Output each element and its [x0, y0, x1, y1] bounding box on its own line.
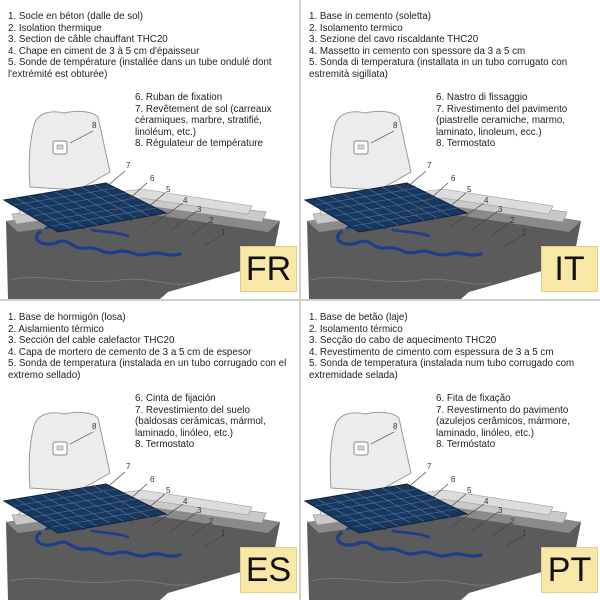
callout-number: 7 — [126, 462, 131, 471]
divider-horizontal — [0, 299, 600, 301]
legend-list-main: 1. Base in cemento (soletta)2. Isolament… — [309, 11, 597, 80]
callout-number: 5 — [467, 185, 472, 194]
wall — [28, 411, 111, 492]
legend-item: 3. Sezione del cavo riscaldante THC20 — [309, 34, 479, 45]
legend-item: 1. Base de betão (laje) — [309, 312, 408, 323]
legend-item: 5. Sonde de température (installée dans … — [8, 57, 272, 80]
language-code-badge: FR — [240, 246, 297, 292]
legend-item: 1. Socle en béton (dalle de sol) — [8, 11, 144, 22]
callout-number: 8 — [92, 121, 97, 130]
legend-item: 8. Termostato — [436, 138, 496, 149]
wall — [329, 110, 412, 191]
callout-number: 6 — [150, 174, 155, 183]
callout-number: 6 — [451, 174, 456, 183]
panel-it: 1. Base in cemento (soletta)2. Isolament… — [301, 0, 600, 299]
legend-item: 4. Capa de mortero de cemento de 3 a 5 c… — [8, 346, 252, 358]
callout-number: 6 — [150, 475, 155, 484]
callout-number: 3 — [197, 205, 202, 214]
heating-cable — [35, 230, 182, 257]
callout-number: 3 — [197, 506, 202, 515]
floor-heating-illustration — [2, 411, 280, 600]
callout-number: 8 — [92, 422, 97, 431]
heating-cable — [35, 531, 182, 558]
legend-item: 4. Massetto in cemento con spessore da 3… — [309, 45, 526, 57]
legend-item: 2. Isolation thermique — [8, 22, 102, 34]
callout-number: 1 — [221, 529, 226, 538]
legend-item: 6. Nastro di fissaggio — [436, 92, 528, 103]
callout-number: 5 — [166, 185, 171, 194]
heating-cable — [336, 531, 483, 558]
callout-number: 8 — [393, 422, 398, 431]
legend-item: 4. Chape en ciment de 3 à 5 cm d'épaisse… — [8, 45, 200, 57]
legend-item: 7. Revestimento do pavimento (azulejos c… — [436, 404, 570, 439]
legend-list-main: 1. Base de hormigón (losa)2. Aislamiento… — [8, 312, 296, 381]
callout-number: 4 — [183, 196, 188, 205]
legend-item: 1. Base in cemento (soletta) — [309, 11, 431, 22]
language-code-badge: PT — [541, 547, 598, 593]
panel-fr: 1. Socle en béton (dalle de sol)2. Isola… — [0, 0, 299, 299]
callout-number: 2 — [510, 517, 515, 526]
callout-number: 2 — [209, 216, 214, 225]
legend-item: 8. Régulateur de température — [135, 138, 263, 149]
callout-number: 3 — [498, 205, 503, 214]
callout-number: 2 — [510, 216, 515, 225]
wall — [28, 110, 111, 191]
legend-item: 2. Isolamento termico — [309, 22, 403, 34]
legend-item: 5. Sonda de temperatura (instalada num t… — [309, 358, 575, 381]
callout-number: 1 — [522, 228, 527, 237]
legend-item: 7. Rivestimento del pavimento (piastrell… — [436, 103, 568, 138]
panel-pt: 1. Base de betão (laje)2. Isolamento tér… — [301, 301, 600, 600]
legend-item: 5. Sonda di temperatura (installata in u… — [309, 57, 568, 80]
floor-heating-illustration — [303, 110, 581, 299]
legend-item: 1. Base de hormigón (losa) — [8, 312, 126, 323]
legend-list-main: 1. Base de betão (laje)2. Isolamento tér… — [309, 312, 597, 381]
callout-number: 7 — [427, 462, 432, 471]
panel-es: 1. Base de hormigón (losa)2. Aislamiento… — [0, 301, 299, 600]
language-code-badge: ES — [240, 547, 297, 593]
callout-number: 3 — [498, 506, 503, 515]
legend-item: 6. Ruban de fixation — [135, 92, 223, 103]
legend-list-main: 1. Socle en béton (dalle de sol)2. Isola… — [8, 11, 296, 80]
legend-item: 6. Cinta de fijación — [135, 393, 216, 404]
wall — [329, 411, 412, 492]
heating-cable — [336, 230, 483, 257]
callout-number: 1 — [522, 529, 527, 538]
callout-number: 8 — [393, 121, 398, 130]
legend-item: 6. Fita de fixação — [436, 393, 511, 404]
legend-item: 7. Revêtement de sol (carreaux céramique… — [135, 103, 272, 138]
legend-item: 2. Aislamiento térmico — [8, 323, 104, 335]
floor-heating-illustration — [303, 411, 581, 600]
legend-item: 8. Termóstato — [436, 439, 496, 450]
callout-number: 1 — [221, 228, 226, 237]
callout-number: 7 — [427, 161, 432, 170]
callout-number: 7 — [126, 161, 131, 170]
legend-item: 4. Revestimento de cimento com espessura… — [309, 346, 554, 358]
legend-item: 8. Termostato — [135, 439, 195, 450]
legend-item: 3. Section de câble chauffant THC20 — [8, 34, 168, 45]
legend-item: 3. Secção do cabo de aquecimento THC20 — [309, 335, 497, 346]
callout-number: 4 — [484, 196, 489, 205]
callout-number: 2 — [209, 517, 214, 526]
legend-item: 2. Isolamento térmico — [309, 323, 403, 335]
callout-number: 6 — [451, 475, 456, 484]
callout-number: 5 — [467, 486, 472, 495]
legend-item: 5. Sonda de temperatura (instalada en un… — [8, 358, 287, 381]
floor-heating-illustration — [2, 110, 280, 299]
callout-number: 4 — [484, 497, 489, 506]
callout-number: 5 — [166, 486, 171, 495]
callout-number: 4 — [183, 497, 188, 506]
language-code-badge: IT — [541, 246, 598, 292]
legend-item: 7. Revestimiento del suelo (baldosas cer… — [135, 404, 266, 439]
legend-item: 3. Sección del cable calefactor THC20 — [8, 335, 175, 346]
